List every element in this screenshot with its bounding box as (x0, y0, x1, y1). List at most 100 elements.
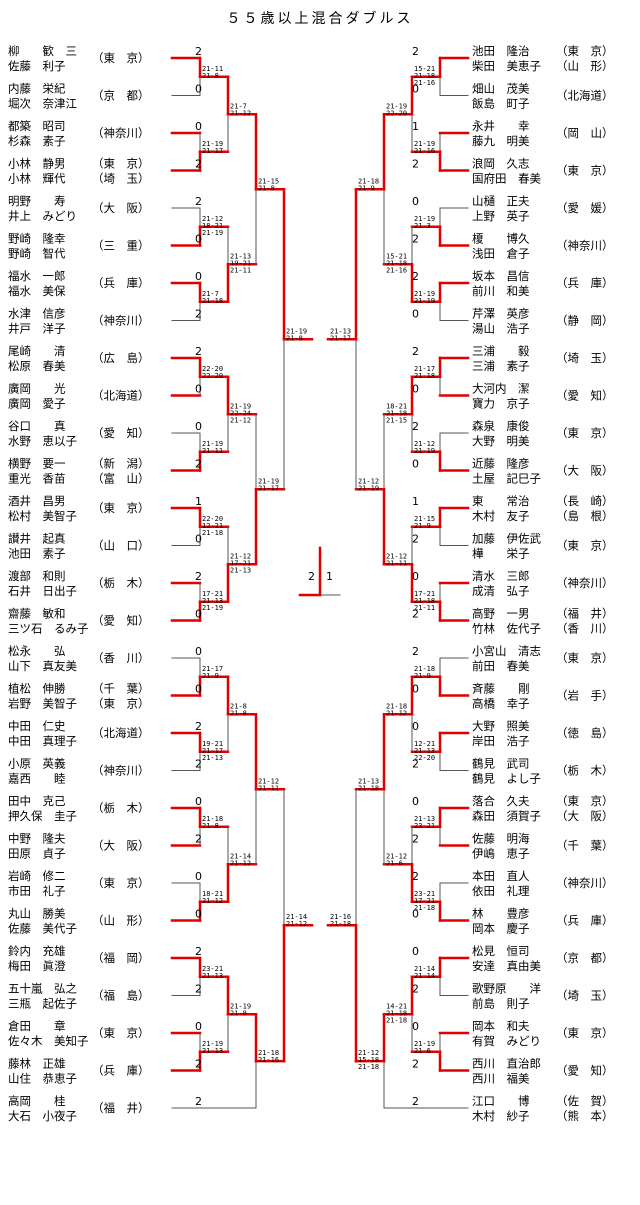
player-name: 斉藤 剛 (472, 682, 530, 696)
games-won-count: 2 (412, 1058, 419, 1071)
game-score: 21-8 (230, 709, 247, 717)
player-name: 田原 貞子 (8, 847, 66, 861)
player-name: 廣岡 愛子 (8, 397, 66, 411)
prefecture-label: （香 川） (556, 622, 614, 636)
prefecture-label: （福 岡） (92, 951, 150, 965)
player-name: 加藤 伊佐武 (472, 532, 541, 546)
game-score: 21-18 (202, 297, 223, 305)
prefecture-label: （長 崎） (556, 494, 614, 508)
player-name: 藤林 正雄 (8, 1057, 66, 1071)
prefecture-label: （大 阪） (92, 839, 150, 853)
player-name: 杉森 素子 (8, 134, 66, 148)
player-name: 歌野原 洋 (472, 982, 541, 996)
player-name: 清水 三郎 (472, 569, 530, 583)
player-name: 浅田 倉子 (472, 247, 530, 261)
prefecture-label: （東 京） (92, 51, 150, 65)
game-score: 21-12 (358, 1049, 379, 1057)
game-score: 23-21 (202, 965, 223, 973)
player-name: 池田 素子 (8, 547, 66, 561)
games-won-count: 0 (412, 1020, 419, 1033)
games-won-count: 0 (412, 308, 419, 321)
prefecture-label: （神奈川） (92, 126, 150, 140)
games-won-count: 2 (412, 1095, 419, 1108)
player-name: 西川 福美 (472, 1072, 530, 1086)
player-name: 横野 要一 (8, 457, 66, 471)
game-score: 22-20 (202, 365, 223, 373)
prefecture-label: （東 京） (92, 501, 150, 515)
player-name: 岡本 慶子 (472, 922, 530, 936)
game-score: 22-20 (202, 372, 223, 380)
game-score: 21-18 (386, 1009, 407, 1017)
prefecture-label: （神奈川） (556, 239, 614, 253)
player-name: 小宮山 清志 (472, 644, 541, 658)
games-won-count: 2 (412, 870, 419, 883)
player-name: 中田 真理子 (8, 734, 77, 748)
prefecture-label: （京 都） (92, 89, 150, 103)
prefecture-label: （三 重） (92, 239, 150, 253)
prefecture-label: （東 京） (92, 697, 150, 711)
prefecture-label: （神奈川） (556, 576, 614, 590)
game-score: 21-16 (386, 266, 407, 274)
player-name: 齋藤 敏和 (8, 607, 66, 621)
games-won-count: 0 (412, 945, 419, 958)
player-name: 寶力 京子 (472, 397, 530, 411)
prefecture-label: （東 京） (556, 1026, 614, 1040)
game-score: 21-19 (386, 102, 407, 110)
player-name: 上野 英子 (472, 209, 530, 223)
games-won-count: 2 (195, 945, 202, 958)
game-score: 21-12 (230, 859, 251, 867)
prefecture-label: （京 都） (556, 951, 614, 965)
game-score: 21-9 (414, 672, 431, 680)
player-name: 柳 歓 三 (8, 44, 77, 58)
game-score: 21-8 (202, 822, 219, 830)
prefecture-label: （新 潟） (92, 457, 150, 471)
game-score: 17-21 (230, 559, 251, 567)
prefecture-label: （北海道） (92, 389, 150, 403)
prefecture-label: （埼 玉） (556, 989, 614, 1003)
games-won-count: 0 (195, 83, 202, 96)
player-name: 前島 則子 (472, 997, 530, 1011)
player-name: 福水 美保 (8, 284, 66, 298)
game-score: 21-18 (386, 1016, 407, 1024)
game-score: 21-12 (202, 897, 223, 905)
player-name: 福水 一郎 (8, 269, 66, 283)
prefecture-label: （兵 庫） (92, 276, 150, 290)
game-score: 21-8 (258, 184, 275, 192)
player-name: 酒井 昌男 (8, 494, 66, 508)
games-won-count: 2 (412, 270, 419, 283)
game-score: 21-19 (358, 484, 379, 492)
game-score: 21-19 (230, 1002, 251, 1010)
player-name: 松村 美智子 (8, 509, 77, 523)
game-score: 21-16 (330, 913, 351, 921)
prefecture-label: （東 京） (92, 1026, 150, 1040)
player-name: 安達 真由美 (472, 959, 541, 973)
prefecture-label: （兵 庫） (556, 914, 614, 928)
games-won-count: 2 (412, 533, 419, 546)
player-name: 大野 照美 (472, 719, 530, 733)
prefecture-label: （岡 山） (556, 126, 614, 140)
game-score: 21-19 (202, 1040, 223, 1048)
player-name: 高橋 幸子 (472, 697, 530, 711)
player-name: 三瓶 起佐子 (8, 997, 77, 1011)
game-score: 14-21 (386, 1002, 407, 1010)
games-won-count: 2 (195, 833, 202, 846)
player-name: 畑山 茂美 (472, 82, 530, 96)
games-won-count: 1 (412, 495, 419, 508)
player-name: 木村 友子 (472, 509, 530, 523)
game-score: 21-18 (202, 529, 223, 537)
game-score: 21-18 (386, 409, 407, 417)
game-score: 21-14 (230, 852, 251, 860)
prefecture-label: （兵 庫） (92, 1064, 150, 1078)
game-score: 21-16 (258, 1056, 279, 1064)
player-name: 落合 久夫 (472, 794, 530, 808)
game-score: 21-11 (202, 65, 223, 73)
games-won-count: 0 (195, 420, 202, 433)
games-won-count: 2 (195, 720, 202, 733)
game-score: 21-13 (414, 815, 435, 823)
player-name: 岩野 美智子 (8, 697, 77, 711)
game-score: 21-6 (414, 1047, 431, 1055)
player-name: 三浦 素子 (472, 359, 530, 373)
player-name: 小林 輝代 (8, 172, 66, 186)
prefecture-label: （千 葉） (556, 839, 614, 853)
